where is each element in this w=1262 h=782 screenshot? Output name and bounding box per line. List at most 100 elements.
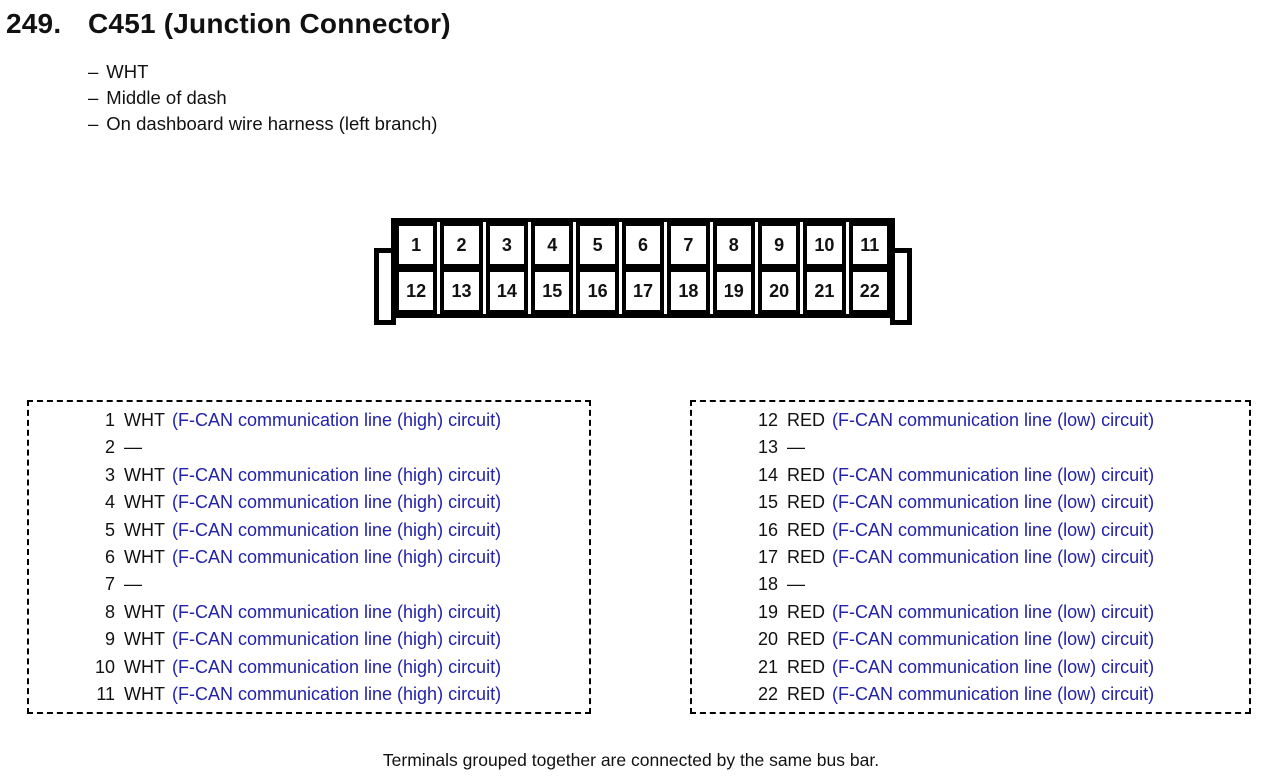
connector-pin-cell: 3: [485, 222, 529, 268]
pin-number: 22: [757, 683, 778, 704]
connector-pin-cell: 18: [667, 268, 710, 314]
connector-pin-cell: 22: [848, 268, 891, 314]
circuit-description: (F-CAN communication line (low) circuit): [832, 629, 1155, 650]
connector-pin-cell: 8: [712, 222, 755, 268]
connector-pin-cell: 4: [531, 222, 574, 268]
connector-pin-cell: 11: [848, 222, 891, 268]
bus-bar-note: Terminals grouped together are connected…: [382, 750, 880, 770]
pin-number: 8: [104, 601, 115, 622]
circuit-description: (F-CAN communication line (high) circuit…: [171, 656, 502, 677]
wire-color: RED: [787, 492, 826, 513]
pin-number: 3: [104, 464, 115, 485]
circuit-description: (F-CAN communication line (high) circuit…: [171, 410, 502, 430]
page-title: C451 (Junction Connector): [88, 8, 451, 39]
circuit-description: (F-CAN communication line (high) circuit…: [171, 629, 502, 650]
circuit-description: (F-CAN communication line (high) circuit…: [171, 464, 502, 485]
pin-number: 11: [96, 683, 115, 704]
dash-prefix: –: [88, 113, 99, 134]
pin-number: 12: [757, 410, 778, 430]
circuit-description: (F-CAN communication line (high) circuit…: [171, 546, 502, 567]
connector-pin-cell: 12: [395, 268, 438, 314]
connector-pin-cell: 19: [712, 268, 755, 314]
connector-pin-cell: 2: [440, 222, 483, 268]
pin-row: 20 RED (F-CAN communication line (low) cir…: [692, 629, 1249, 656]
circuit-description: (F-CAN communication line (high) circuit…: [171, 519, 502, 540]
connector-pin-cell: 16: [576, 268, 619, 314]
pin-number: 20: [757, 629, 778, 650]
connector-pin-cell: 21: [803, 268, 846, 314]
wire-color: WHT: [124, 629, 165, 650]
pin-row: 3 WHT (F-CAN communication line (high) cir…: [29, 465, 589, 492]
dash-prefix: –: [88, 61, 99, 82]
circuit-description: (F-CAN communication line (low) circuit): [832, 492, 1155, 513]
pin-row: 6 WHT (F-CAN communication line (high) cir…: [29, 547, 589, 574]
pin-number: 19: [757, 601, 778, 622]
circuit-description: (F-CAN communication line (low) circuit): [832, 601, 1155, 622]
wire-color: RED: [787, 464, 826, 485]
pin-number: 14: [757, 464, 778, 485]
wire-color: —: [124, 574, 142, 595]
pin-number: 13: [757, 437, 778, 458]
connector-pin-cell: 6: [621, 222, 665, 268]
pin-number: 7: [104, 574, 115, 595]
pin-number: 4: [104, 492, 115, 513]
pin-row: 16 RED (F-CAN communication line (low) cir…: [692, 520, 1249, 547]
wire-color: RED: [787, 601, 826, 622]
connector-pin-cell: 15: [531, 268, 574, 314]
circuit-description: (F-CAN communication line (high) circuit…: [171, 601, 502, 622]
wire-color: RED: [787, 519, 826, 540]
pin-row: 17 RED (F-CAN communication line (low) cir…: [692, 547, 1249, 574]
wire-color: RED: [787, 410, 826, 430]
pin-row: 13—: [692, 437, 1249, 464]
wire-color: WHT: [124, 464, 165, 485]
pin-number: 5: [104, 519, 115, 540]
connector-pin-cell: 7: [667, 222, 710, 268]
wire-color: WHT: [124, 546, 165, 567]
circuit-description: (F-CAN communication line (low) circuit): [832, 546, 1155, 567]
pin-number: 16: [757, 519, 778, 540]
wire-color: —: [124, 437, 142, 458]
page-title-row: 249. C451 (Junction Connector): [6, 8, 451, 40]
connector-pin-cell: 20: [757, 268, 801, 314]
connector-pin-cell: 1: [395, 222, 438, 268]
wire-color: WHT: [124, 410, 165, 430]
circuit-description: (F-CAN communication line (low) circuit): [832, 410, 1155, 430]
circuit-description: (F-CAN communication line (low) circuit): [832, 519, 1155, 540]
pin-number: 6: [104, 546, 115, 567]
wire-color: RED: [787, 629, 826, 650]
circuit-description: (F-CAN communication line (low) circuit): [832, 656, 1155, 677]
wire-color: RED: [787, 656, 826, 677]
circuit-description: (F-CAN communication line (high) circuit…: [171, 492, 502, 513]
pin-row: 2—: [29, 437, 589, 464]
detail-item: –Middle of dash: [88, 85, 437, 111]
wire-color: RED: [787, 546, 826, 567]
connector-pin-cell: 17: [621, 268, 665, 314]
connector-pin-cell: 5: [576, 222, 619, 268]
connector-pin-cell: 10: [803, 222, 846, 268]
wire-color: RED: [787, 683, 826, 704]
pin-number: 17: [757, 546, 778, 567]
pin-row: 7—: [29, 574, 589, 601]
detail-item: –On dashboard wire harness (left branch): [88, 111, 437, 137]
pin-number: 9: [104, 629, 115, 650]
pin-row: 12 RED (F-CAN communication line (low) cir…: [692, 410, 1249, 437]
pin-number: 18: [757, 574, 778, 595]
dash-prefix: –: [88, 87, 99, 108]
connector-pin-cell: 14: [485, 268, 529, 314]
wire-color: WHT: [124, 492, 165, 513]
pin-row: 4 WHT (F-CAN communication line (high) cir…: [29, 492, 589, 519]
detail-item: –WHT: [88, 59, 437, 85]
